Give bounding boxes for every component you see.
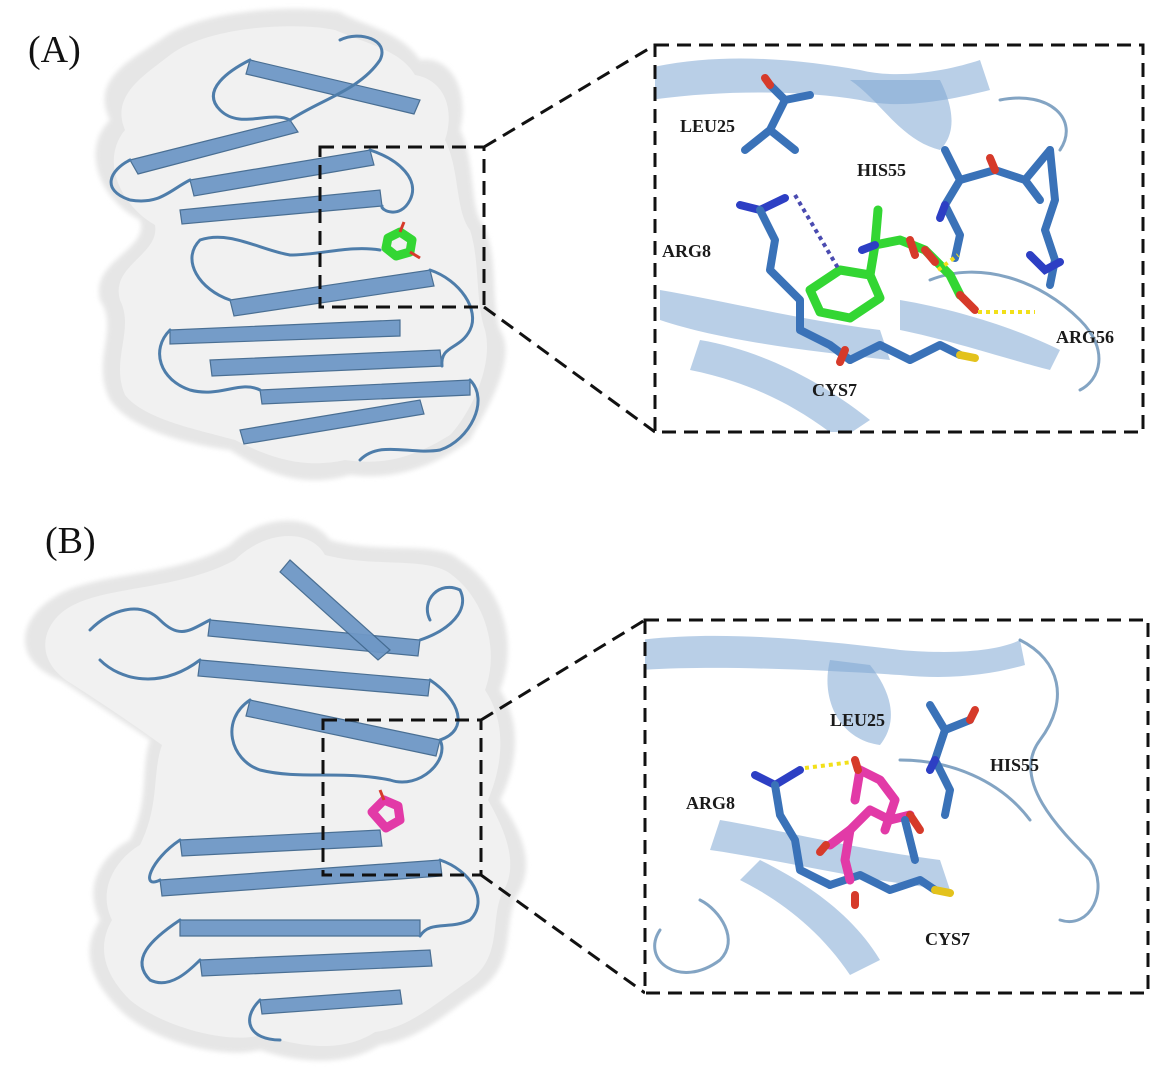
label-cys7-a: CYS7 — [812, 380, 857, 400]
protein-surface-b — [25, 520, 527, 1061]
pi-cation-a — [793, 193, 840, 270]
ligand-b-small — [367, 789, 405, 833]
panel-a-label: (A) — [28, 29, 81, 71]
zoom-box-a — [653, 43, 1145, 434]
label-arg8-b: ARG8 — [686, 793, 735, 813]
label-leu25-a: LEU25 — [680, 116, 735, 136]
residue-his55-sticks-a — [936, 146, 1064, 289]
protein-cartoon-a — [109, 34, 480, 462]
zoom-box-b — [643, 618, 1150, 995]
panel-b: (B) — [25, 520, 1150, 1061]
zoom-line-b-bottom — [480, 873, 646, 995]
ligand-a — [805, 205, 979, 323]
zoom-line-a-bottom — [483, 305, 656, 434]
ligand-a-small — [381, 221, 421, 261]
protein-cartoon-b — [88, 559, 480, 1042]
selection-box-b — [321, 718, 483, 877]
residue-leu25-sticks-a — [741, 74, 814, 154]
zoom-view-b: LEU25 HIS55 ARG8 CYS7 — [643, 618, 1150, 995]
zoom-line-a-top — [483, 43, 656, 149]
panel-b-label: (B) — [45, 520, 96, 562]
label-his55-b: HIS55 — [990, 755, 1039, 775]
label-arg56-a: ARG56 — [1056, 327, 1114, 347]
label-arg8-a: ARG8 — [662, 241, 711, 261]
label-his55-a: HIS55 — [857, 160, 906, 180]
label-leu25-b: LEU25 — [830, 710, 885, 730]
zoom-line-b-top — [480, 618, 646, 722]
selection-box-a — [318, 145, 486, 309]
residue-arg8-sticks-a — [736, 194, 979, 366]
label-cys7-b: CYS7 — [925, 929, 970, 949]
zoom-view-a: LEU25 HIS55 ARG8 ARG56 CYS7 — [653, 43, 1145, 434]
panel-a: (A) — [28, 8, 1145, 481]
residue-his55-sticks-b — [926, 701, 979, 819]
ligand-b — [816, 756, 924, 885]
